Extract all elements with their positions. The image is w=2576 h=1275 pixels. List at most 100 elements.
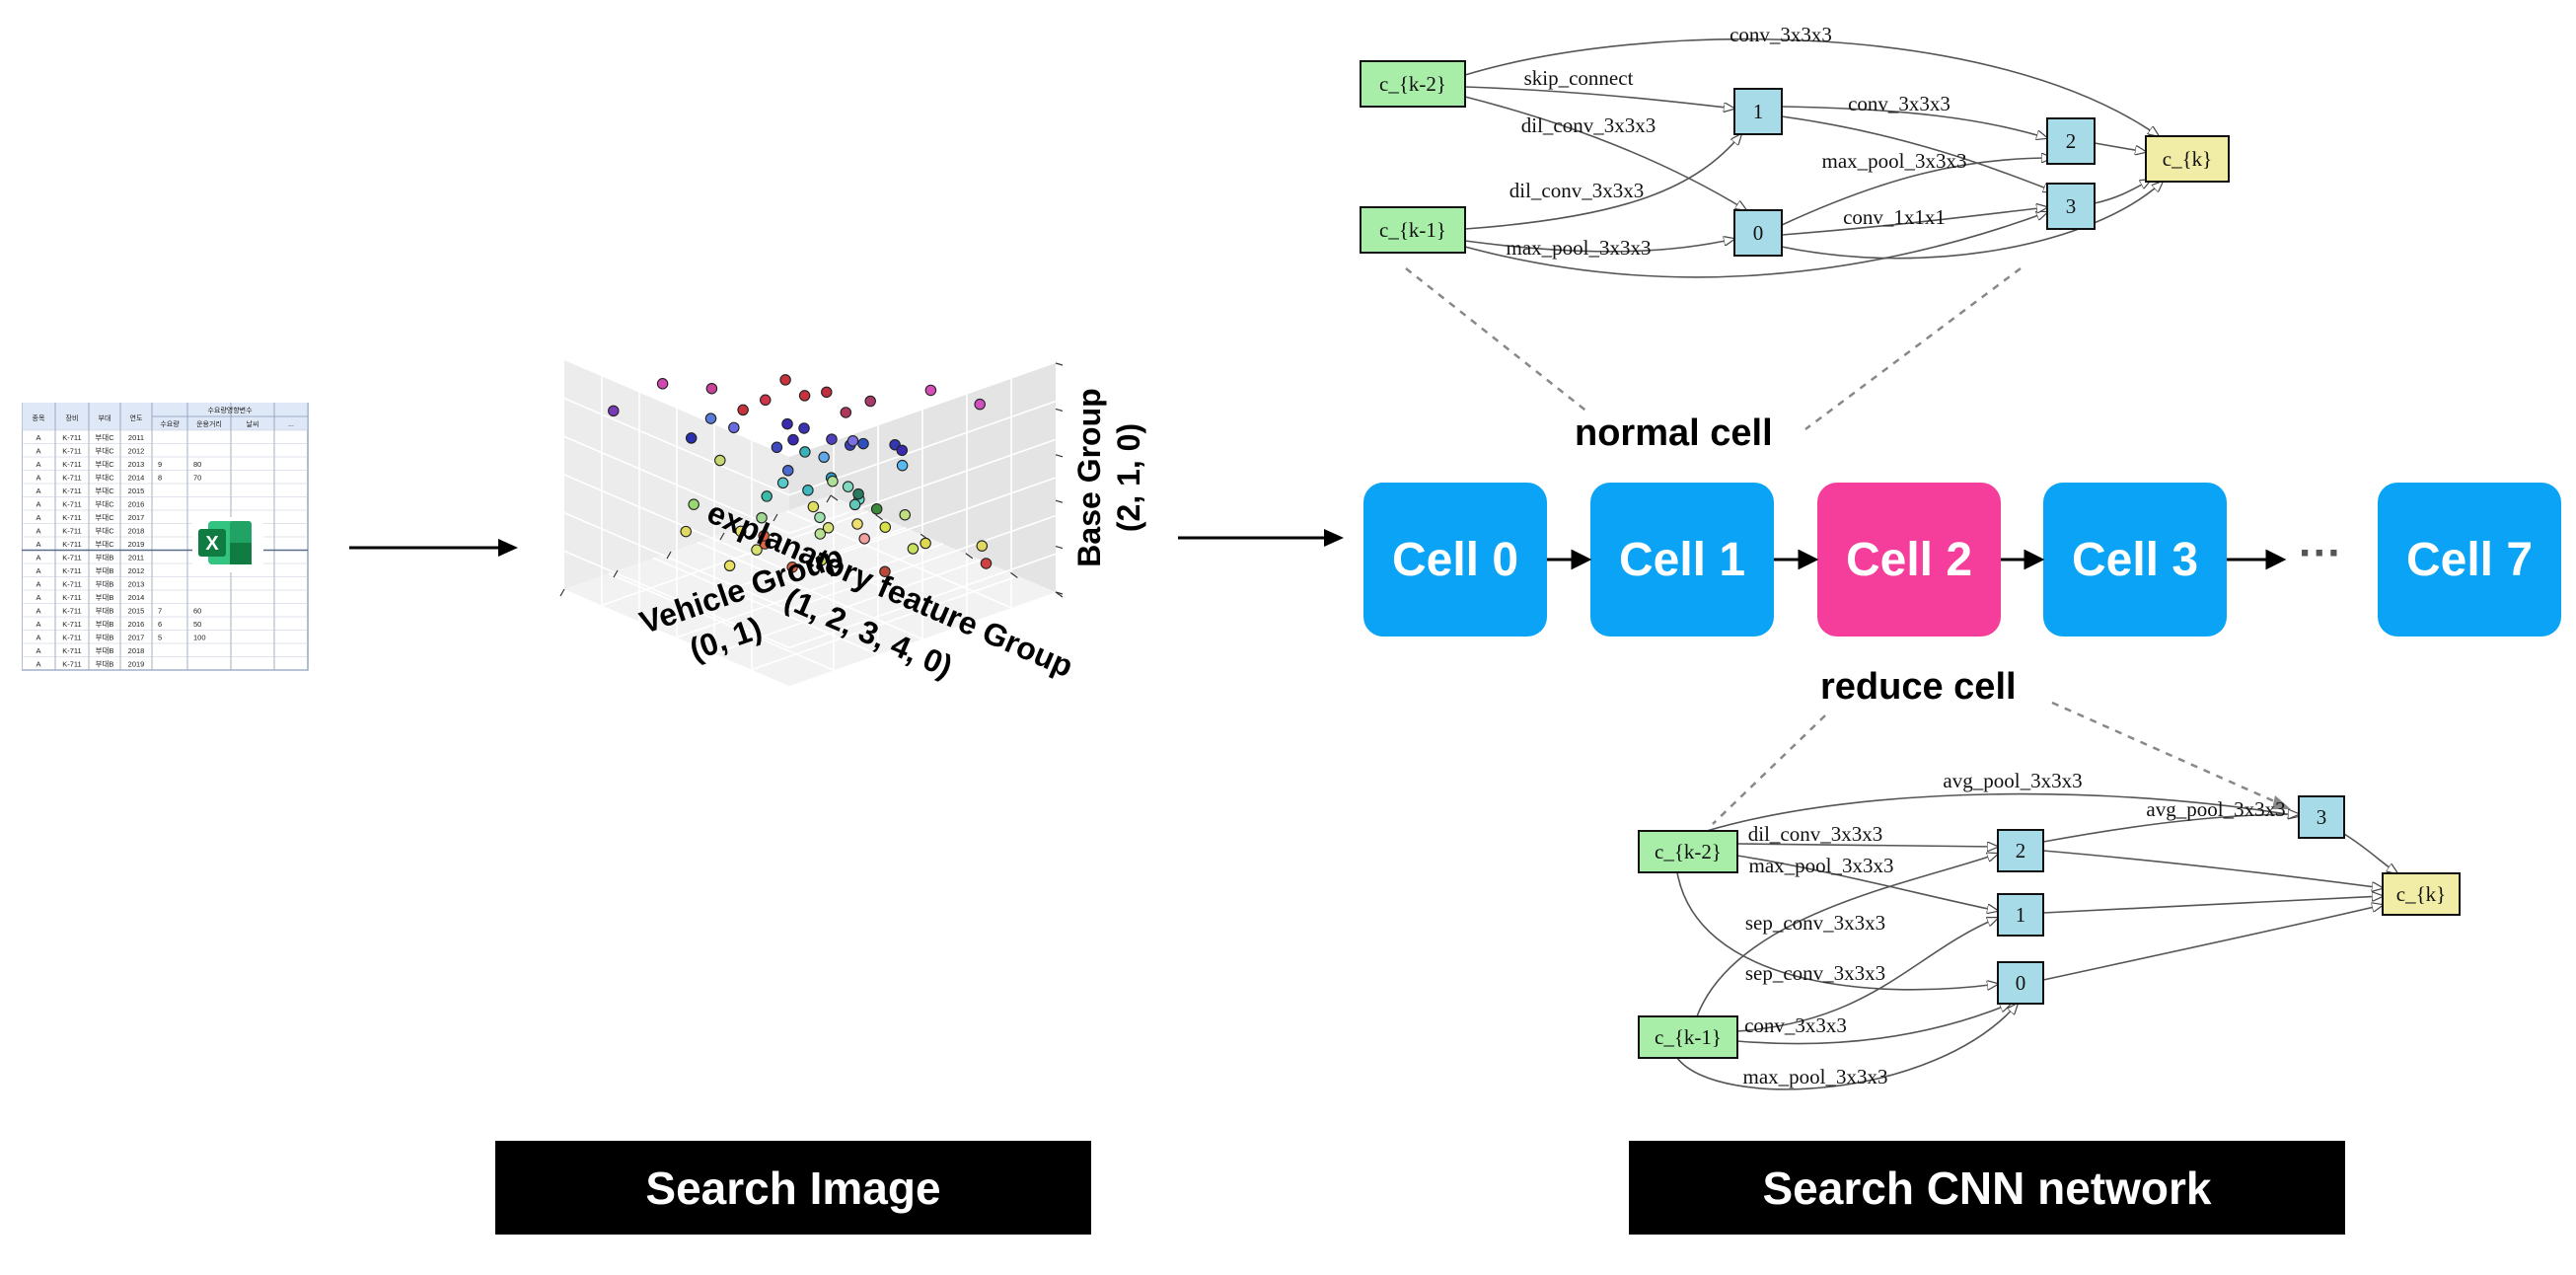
node-n1	[1997, 893, 2044, 937]
scatter-point	[920, 537, 931, 550]
sheet-cell: A	[36, 634, 40, 642]
sheet-cell: 2017	[128, 634, 145, 642]
sheet-cell: K-711	[62, 620, 81, 629]
cell-1: Cell 1	[1590, 483, 1774, 637]
scatter-point	[705, 382, 718, 395]
sheet-cell: 2018	[128, 527, 145, 536]
x-tick	[1010, 571, 1018, 578]
sheet-cell: 2018	[128, 646, 145, 655]
sheet-cell: A	[36, 460, 40, 469]
scatter-point	[685, 432, 698, 444]
sheet-cell: 6	[158, 620, 162, 629]
sheet-cell: A	[36, 580, 40, 589]
excel-icon-sheet-br	[230, 543, 252, 564]
sheet-cell: K-711	[62, 540, 81, 549]
node-label-n2: 2	[2066, 129, 2077, 153]
edge-ck2-n0	[1464, 96, 1746, 210]
node-n2	[2046, 117, 2096, 165]
sheet-cell: 2016	[128, 500, 145, 509]
y-tick	[666, 551, 672, 560]
scatter-point	[680, 525, 692, 538]
scatter-point	[771, 441, 783, 454]
node-n2	[1997, 829, 2044, 872]
sheet-cell: 부대B	[96, 620, 114, 629]
search-cnn-network-banner: Search CNN network	[1629, 1141, 2345, 1235]
edge-ck2-n0	[1676, 871, 1998, 991]
sheet-cell: 9	[158, 460, 162, 469]
sheet-cell: A	[36, 527, 40, 536]
arrow-scatter-to-cells	[1178, 529, 1344, 547]
sheet-cell: A	[36, 607, 40, 616]
sheet-cell: 7	[158, 607, 162, 616]
sheet-cell: 8	[158, 474, 162, 483]
sheet-cell: 5	[158, 634, 162, 642]
sheet-cell: 부대B	[96, 593, 114, 602]
sheet-cell: 부대B	[96, 607, 114, 616]
sheet-cell: 2013	[128, 580, 145, 589]
node-ck1	[1360, 206, 1466, 254]
sheet-cell: A	[36, 540, 40, 549]
scatter-point	[896, 459, 909, 472]
sheet-cell: K-711	[62, 607, 81, 616]
sheet-cell: 부대C	[95, 500, 114, 509]
edge-n3-ck	[2094, 180, 2151, 204]
sheet-cell: 부대C	[95, 513, 114, 522]
node-label-n1: 1	[1753, 100, 1764, 123]
node-n0	[1997, 961, 2044, 1005]
sheet-cell: 부대C	[95, 433, 114, 442]
edge-ck2-n1	[1736, 855, 1998, 911]
edge-ck2-n2	[1736, 844, 1998, 847]
sheet-cell: 2015	[128, 487, 145, 495]
y-tick	[826, 494, 832, 503]
sheet-cell: K-711	[62, 487, 81, 495]
sheet-header-cell: 부대	[99, 414, 111, 422]
scatter-point	[656, 378, 669, 390]
z-tick	[1055, 362, 1064, 366]
edge-label: dil_conv_3x3x3	[1748, 822, 1883, 846]
scatter-point	[704, 412, 717, 424]
scatter-point	[815, 554, 828, 566]
sheet-cell: K-711	[62, 593, 81, 602]
sheet-cell: 2012	[128, 447, 145, 456]
edge-label: max_pool_3x3x3	[1822, 149, 1967, 173]
scatter-point	[756, 511, 768, 524]
scatter-point	[980, 558, 993, 569]
scatter-point	[822, 522, 835, 534]
edge-n1-n2	[1781, 106, 2047, 138]
edge-n0-ck	[1781, 182, 2163, 260]
cell-2: Cell 2	[1817, 483, 2001, 637]
z-tick	[1055, 454, 1064, 458]
x-tick	[965, 553, 974, 560]
sheet-header-cell: 연도	[130, 414, 143, 422]
cell-7: Cell 7	[2378, 483, 2561, 637]
cell-0: Cell 0	[1363, 483, 1547, 637]
edge-label: conv_3x3x3	[1730, 23, 1832, 46]
node-ck2	[1360, 60, 1466, 108]
sheet-cell: 부대C	[95, 487, 114, 495]
node-label-n2: 2	[2016, 839, 2026, 862]
node-n0	[1733, 209, 1783, 257]
scatter-point	[821, 386, 833, 399]
scatter-point	[842, 481, 854, 492]
scatter-point	[924, 384, 937, 397]
sheet-subheader-cell: ...	[288, 421, 294, 428]
edge-ck2-n3	[1706, 792, 2299, 832]
scatter-point	[879, 565, 891, 577]
scatter-point	[737, 404, 749, 416]
scatter-point	[814, 528, 827, 540]
edge-label: conv_1x1x1	[1843, 205, 1946, 229]
edge-label: skip_connect	[1524, 66, 1634, 90]
sheet-cell: K-711	[62, 580, 81, 589]
scatter-point	[751, 544, 763, 556]
edge-ck1-n2	[1696, 854, 1998, 1017]
edge-ck2-ck	[1464, 38, 2159, 136]
sheet-cell: A	[36, 646, 40, 655]
z-axis-values: (2, 1, 0)	[1111, 423, 1146, 532]
node-ck	[2382, 872, 2461, 916]
sheet-subheader-cell: 운용거리	[196, 419, 222, 428]
sheet-cell: K-711	[62, 500, 81, 509]
sheet-cell: K-711	[62, 554, 81, 562]
y-tick	[773, 513, 778, 522]
excel-icon: X	[192, 517, 263, 572]
